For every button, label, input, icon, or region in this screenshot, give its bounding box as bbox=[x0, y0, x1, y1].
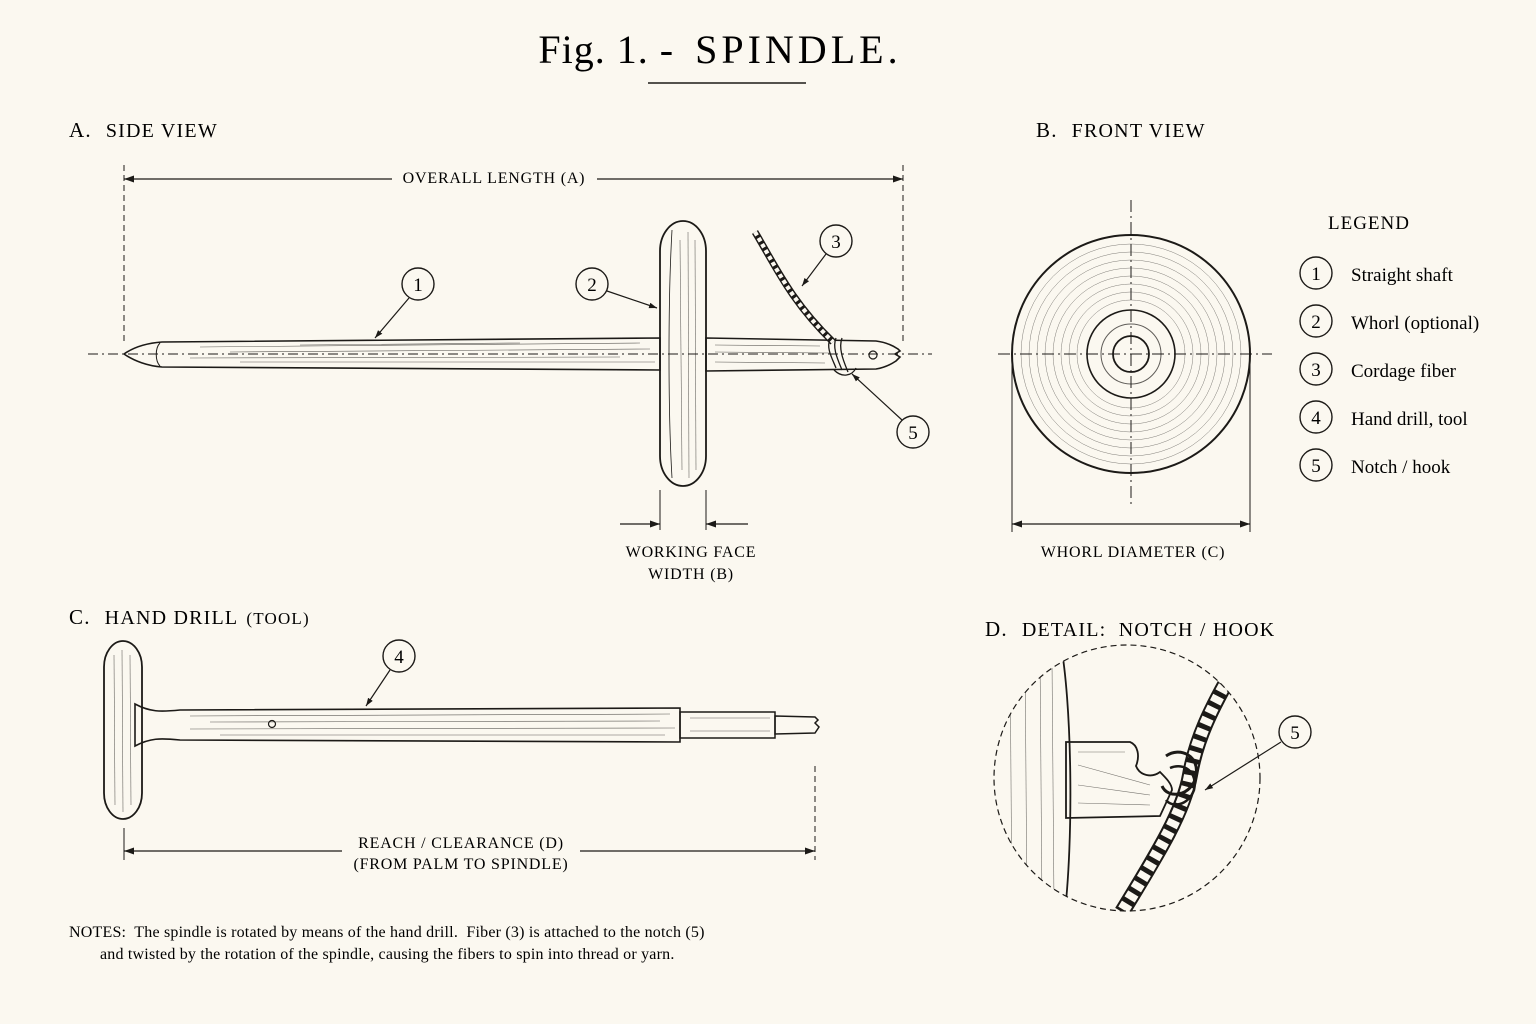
svg-text:3: 3 bbox=[1311, 360, 1321, 381]
whorl-side bbox=[659, 220, 707, 487]
spindle-tip-hole bbox=[868, 350, 878, 360]
svg-text:1: 1 bbox=[1311, 264, 1321, 285]
svg-text:2: 2 bbox=[1311, 312, 1321, 333]
svg-text:5: 5 bbox=[1311, 456, 1321, 477]
svg-text:4: 4 bbox=[394, 647, 404, 668]
section-c-heading: C.HAND DRILL(TOOL) bbox=[69, 605, 310, 629]
cordage-fiber-side bbox=[752, 230, 836, 345]
drill-pin bbox=[267, 719, 277, 729]
callout-2 bbox=[575, 267, 609, 301]
svg-text:Cordage fiber: Cordage fiber bbox=[1351, 361, 1457, 382]
working-face-label-1: WORKING FACE bbox=[626, 544, 757, 561]
svg-text:2: 2 bbox=[587, 275, 597, 296]
callout-5-detail bbox=[1278, 715, 1312, 749]
legend: LEGEND 1 Straight shaft 2 Whorl (optiona… bbox=[1299, 213, 1479, 482]
drill-handle-shaft bbox=[134, 702, 681, 748]
section-d-heading: D.DETAIL: NOTCH / HOOK bbox=[985, 617, 1275, 641]
drill-bit bbox=[774, 715, 820, 735]
callout-1 bbox=[401, 267, 435, 301]
legend-item-4: 4 Hand drill, tool bbox=[1299, 400, 1468, 434]
whorl-diameter-label: WHORL DIAMETER (C) bbox=[1041, 544, 1225, 561]
callout-3 bbox=[819, 224, 853, 258]
hand-drill: 4 REACH / CLEARANCE (D) (FROM PALM TO SP… bbox=[103, 639, 820, 873]
spindle-shaft-tip bbox=[705, 337, 902, 372]
svg-text:Straight shaft: Straight shaft bbox=[1351, 265, 1454, 286]
legend-item-5: 5 Notch / hook bbox=[1299, 448, 1451, 482]
drill-palm-knob bbox=[103, 640, 143, 820]
legend-title: LEGEND bbox=[1328, 213, 1410, 234]
detail-cordage bbox=[1115, 660, 1243, 911]
svg-text:1: 1 bbox=[413, 275, 423, 296]
legend-item-3: 3 Cordage fiber bbox=[1299, 352, 1457, 386]
notes: NOTES: The spindle is rotated by means o… bbox=[69, 924, 705, 963]
detail-whorl-edge bbox=[994, 645, 1072, 911]
callout-4 bbox=[382, 639, 416, 673]
detail-shaft-notch bbox=[1065, 741, 1173, 819]
side-view: OVERALL LENGTH (A) bbox=[88, 165, 932, 583]
reach-label-2: (FROM PALM TO SPINDLE) bbox=[353, 856, 568, 873]
section-b-heading: B.FRONT VIEW bbox=[1036, 118, 1206, 142]
svg-text:4: 4 bbox=[1311, 408, 1321, 429]
svg-text:Hand drill, tool: Hand drill, tool bbox=[1351, 409, 1468, 430]
detail-circle bbox=[993, 644, 1261, 912]
title-prefix: Fig. 1. - bbox=[538, 27, 674, 72]
section-a-heading: A.SIDE VIEW bbox=[69, 118, 218, 142]
detail-notch-hook: 5 bbox=[993, 644, 1312, 912]
svg-text:3: 3 bbox=[831, 232, 841, 253]
figure-title: Fig. 1. - SPINDLE. bbox=[538, 27, 901, 84]
working-face-label-2: WIDTH (B) bbox=[648, 566, 734, 583]
svg-text:5: 5 bbox=[1290, 723, 1300, 744]
cord-wraps bbox=[828, 337, 857, 376]
legend-item-1: 1 Straight shaft bbox=[1299, 256, 1454, 290]
svg-text:Notch / hook: Notch / hook bbox=[1351, 457, 1451, 478]
drill-ferrule bbox=[679, 711, 776, 739]
title-main: SPINDLE. bbox=[695, 27, 901, 72]
legend-item-2: 2 Whorl (optional) bbox=[1299, 304, 1479, 338]
notes-line-1: NOTES: The spindle is rotated by means o… bbox=[69, 924, 705, 941]
front-view: WHORL DIAMETER (C) bbox=[998, 200, 1272, 561]
notes-line-2: and twisted by the rotation of the spind… bbox=[100, 946, 675, 963]
svg-text:Whorl (optional): Whorl (optional) bbox=[1351, 313, 1479, 334]
svg-text:Fig. 1. - SPINDLE.: Fig. 1. - SPINDLE. bbox=[538, 27, 901, 72]
overall-length-label: OVERALL LENGTH (A) bbox=[403, 170, 586, 187]
reach-label-1: REACH / CLEARANCE (D) bbox=[358, 835, 564, 852]
callout-5 bbox=[896, 415, 930, 449]
svg-text:5: 5 bbox=[908, 423, 918, 444]
